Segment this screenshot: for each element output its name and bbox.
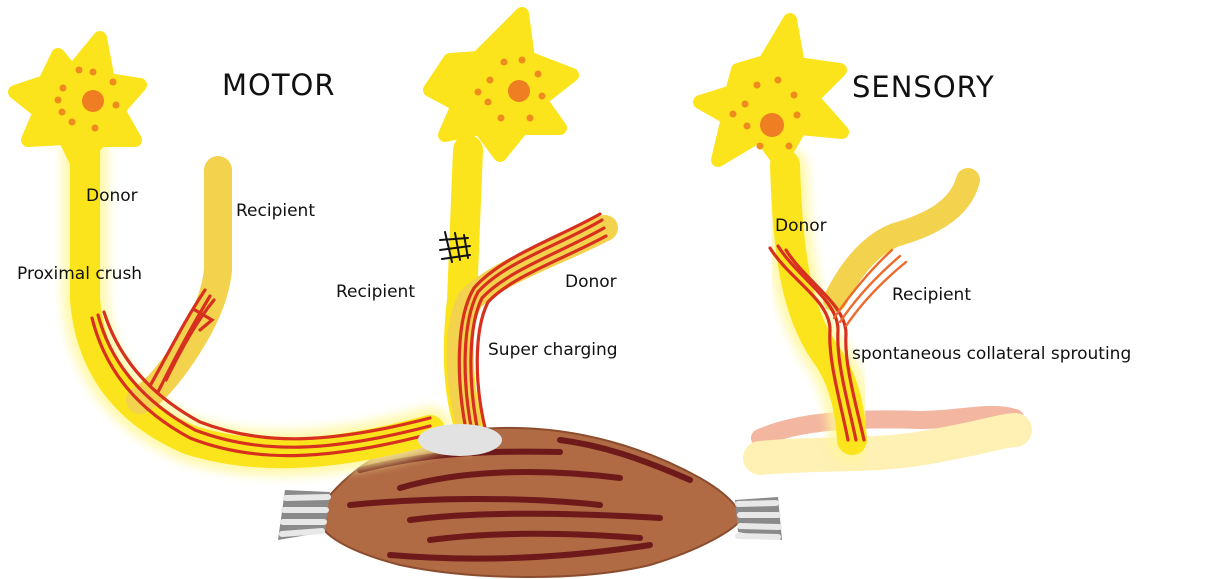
sensory-title: SENSORY: [852, 70, 995, 104]
motor-recipient-nerve-left: [140, 170, 218, 400]
motor-recipient-left-label: Recipient: [236, 201, 315, 221]
sensory-donor-label: Donor: [775, 216, 827, 236]
sensory-recipient-label: Recipient: [892, 285, 971, 305]
nucleus: [760, 113, 784, 137]
proximal-crush-label: Proximal crush: [17, 264, 142, 284]
motor-title: MOTOR: [222, 68, 336, 102]
sensory-skin: [760, 415, 1015, 458]
right-tendon: [735, 497, 782, 540]
nucleus: [82, 90, 104, 112]
collateral-sprouting-label: spontaneous collateral sprouting: [852, 344, 1131, 364]
motor-donor-left-label: Donor: [86, 186, 138, 206]
motor-recipient-right-label: Recipient: [336, 282, 415, 302]
sensory-recipient-nerve: [835, 180, 968, 300]
super-charging-label: Super charging: [488, 340, 618, 360]
neuromuscular-junction: [418, 424, 502, 456]
nucleus: [508, 80, 530, 102]
soma: [430, 14, 572, 155]
motor-donor-right-label: Donor: [565, 272, 617, 292]
left-tendon: [278, 490, 330, 540]
soma: [700, 20, 842, 162]
